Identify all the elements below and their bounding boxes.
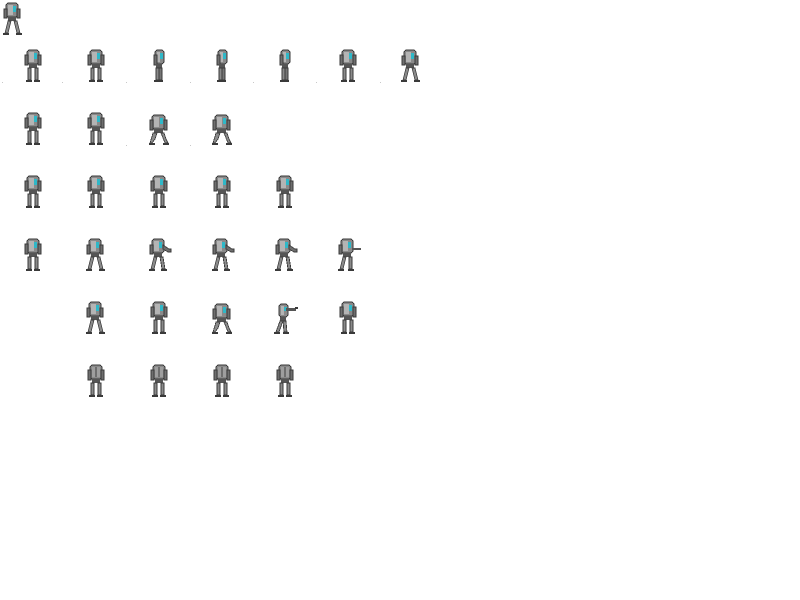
robot-sprite-shoot-4 <box>273 300 299 336</box>
robot-sprite-attack-3 <box>147 237 172 273</box>
robot-sprite-turn-3 <box>210 363 234 399</box>
robot-sprite-walk-7 <box>399 48 423 84</box>
robot-sprite-turn-2 <box>147 363 171 399</box>
robot-sprite-shoot-2 <box>147 300 171 336</box>
robot-sprite-idle-1 <box>21 174 45 210</box>
robot-sprite-attack-4 <box>210 237 235 273</box>
robot-sprite-crouch-2 <box>84 111 108 147</box>
robot-sprite-crouch-4 <box>210 111 234 147</box>
robot-sprite-stand-turned <box>1 1 25 37</box>
robot-sprite-walk-2 <box>84 48 108 84</box>
robot-sprite-walk-1 <box>21 48 45 84</box>
robot-sprite-idle-4 <box>210 174 234 210</box>
robot-sprite-crouch-1 <box>21 111 45 147</box>
robot-sprite-attack-5 <box>273 237 298 273</box>
robot-sprite-turn-1 <box>84 363 108 399</box>
robot-sprite-idle-2 <box>84 174 108 210</box>
robot-sprite-attack-2 <box>84 237 108 273</box>
robot-sprite-walk-6 <box>336 48 360 84</box>
robot-sprite-walk-5 <box>273 48 297 84</box>
robot-sprite-attack-6 <box>336 237 362 273</box>
robot-sprite-idle-5 <box>273 174 297 210</box>
robot-sprite-shoot-5 <box>336 300 360 336</box>
robot-sprite-attack-1 <box>21 237 45 273</box>
robot-sprite-shoot-3 <box>210 300 234 336</box>
robot-sprite-shoot-1 <box>84 300 108 336</box>
robot-sprite-idle-3 <box>147 174 171 210</box>
robot-sprite-turn-4 <box>273 363 297 399</box>
robot-sprite-walk-3 <box>147 48 171 84</box>
robot-sprite-walk-4 <box>210 48 234 84</box>
robot-sprite-crouch-3 <box>147 111 171 147</box>
